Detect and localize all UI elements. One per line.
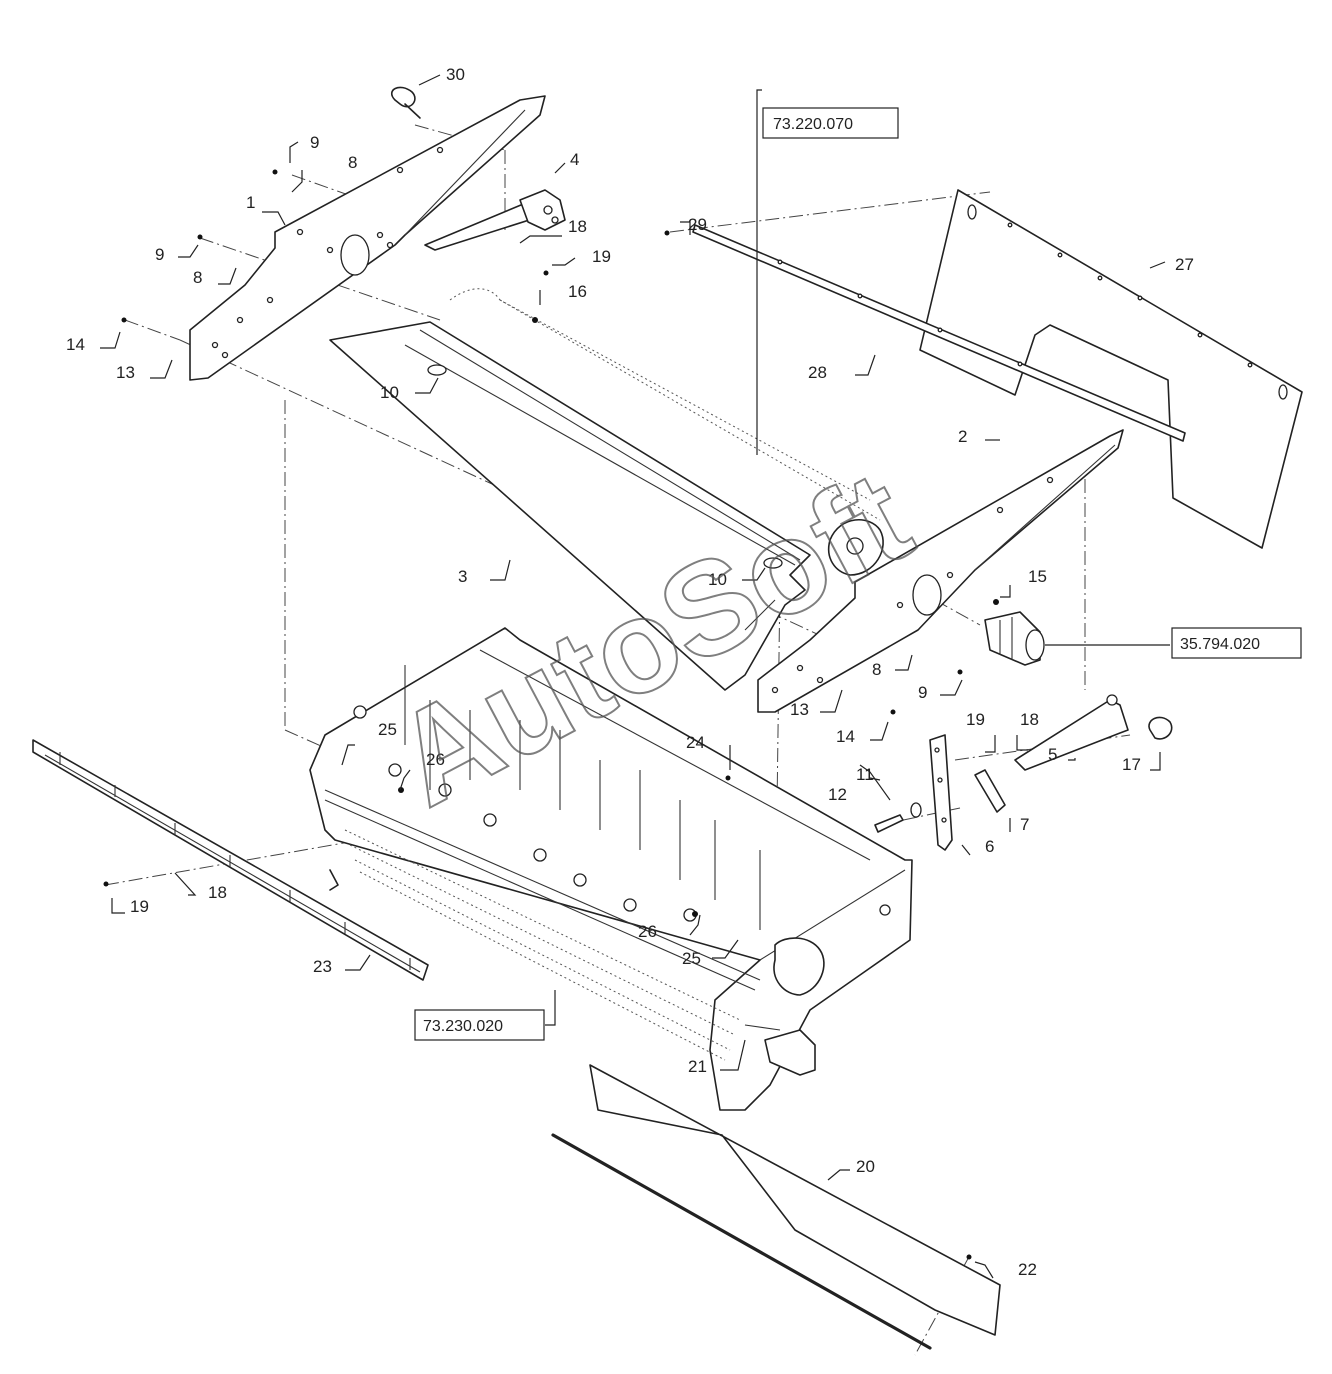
strip-part-28 xyxy=(692,224,1186,442)
callout-14: 14 xyxy=(836,727,855,746)
callout-17: 17 xyxy=(1122,755,1141,774)
ref-box-bottom xyxy=(414,1009,545,1041)
bracket-part-4 xyxy=(424,189,566,251)
roller-outline xyxy=(449,288,884,576)
callout-9: 9 xyxy=(918,683,927,702)
ref-label-top: 73.220.070 xyxy=(773,116,853,133)
callout-7: 7 xyxy=(1020,815,1029,834)
small-parts-right xyxy=(874,694,1173,851)
bottom-panel-part-20 xyxy=(551,1064,1001,1350)
top-cover-part-3 xyxy=(329,321,811,691)
callout-10: 10 xyxy=(380,383,399,402)
callout-15: 15 xyxy=(1028,567,1047,586)
callout-6: 6 xyxy=(985,837,994,856)
fasteners xyxy=(103,169,999,1260)
callout-25: 25 xyxy=(378,720,397,739)
callout-4: 4 xyxy=(570,150,579,169)
ref-label-right: 35.794.020 xyxy=(1180,636,1260,653)
motor-assembly xyxy=(984,611,1045,666)
callout-numbers: 30 9 8 4 1 18 29 9 19 8 16 27 14 13 28 1… xyxy=(66,65,1194,1279)
callout-8: 8 xyxy=(872,660,881,679)
callout-18: 18 xyxy=(208,883,227,902)
callout-19: 19 xyxy=(966,710,985,729)
callout-9: 9 xyxy=(310,133,319,152)
reference-boxes: 73.220.070 35.794.020 73.230.020 xyxy=(414,107,1302,1041)
callout-20: 20 xyxy=(856,1157,875,1176)
callout-22: 22 xyxy=(1018,1260,1037,1279)
strip-part-23 xyxy=(32,739,429,981)
callout-19: 19 xyxy=(592,247,611,266)
callout-1: 1 xyxy=(246,193,255,212)
callout-8: 8 xyxy=(348,153,357,172)
callout-12: 12 xyxy=(828,785,847,804)
callout-10: 10 xyxy=(708,570,727,589)
ref-box-top xyxy=(762,107,899,139)
callout-30: 30 xyxy=(446,65,465,84)
callout-24: 24 xyxy=(686,733,705,752)
callout-2: 2 xyxy=(958,427,967,446)
callout-25: 25 xyxy=(682,949,701,968)
callout-13: 13 xyxy=(116,363,135,382)
clip-part-30 xyxy=(390,86,421,119)
callout-26: 26 xyxy=(426,750,445,769)
callout-14: 14 xyxy=(66,335,85,354)
panel-part-27 xyxy=(919,189,1303,549)
callout-9: 9 xyxy=(155,245,164,264)
callout-18: 18 xyxy=(1020,710,1039,729)
callout-13: 13 xyxy=(790,700,809,719)
left-side-plate xyxy=(189,95,546,381)
callout-19: 19 xyxy=(130,897,149,916)
callout-8: 8 xyxy=(193,268,202,287)
callout-28: 28 xyxy=(808,363,827,382)
ref-label-bottom: 73.230.020 xyxy=(423,1018,503,1035)
callout-27: 27 xyxy=(1175,255,1194,274)
rotor-housing xyxy=(309,627,913,1111)
callout-29: 29 xyxy=(688,215,707,234)
callout-26: 26 xyxy=(638,922,657,941)
callout-16: 16 xyxy=(568,282,587,301)
callout-21: 21 xyxy=(688,1057,707,1076)
callout-11: 11 xyxy=(856,765,874,784)
leader-lines xyxy=(100,74,1170,1279)
callout-5: 5 xyxy=(1048,745,1057,764)
callout-3: 3 xyxy=(458,567,467,586)
callout-18: 18 xyxy=(568,217,587,236)
callout-23: 23 xyxy=(313,957,332,976)
ref-box-right xyxy=(1171,627,1302,659)
right-side-plate xyxy=(757,429,1124,713)
